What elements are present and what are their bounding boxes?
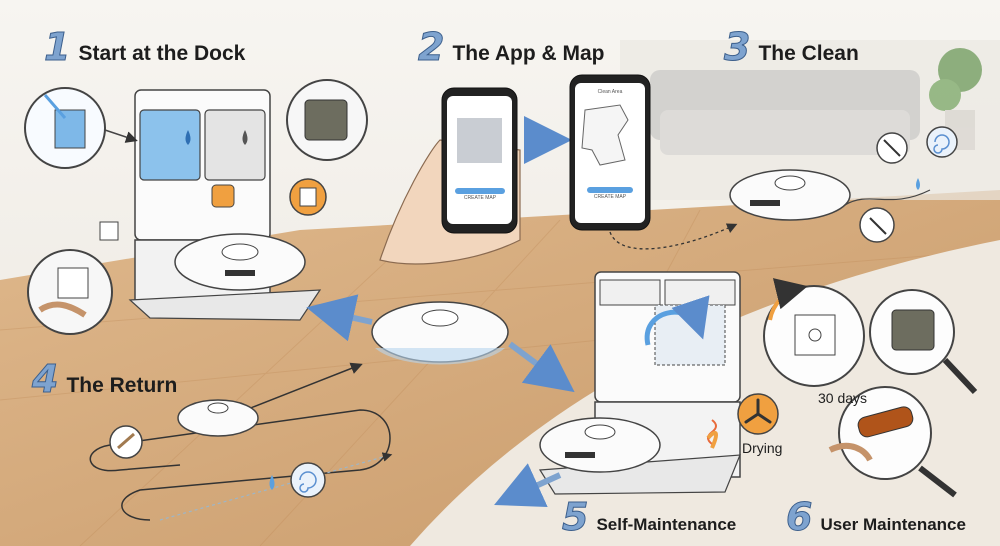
step-2-title: 2 The App & Map xyxy=(417,25,605,69)
user-maint-bin-callout xyxy=(869,289,978,395)
return-brush-icon xyxy=(109,425,143,459)
center-robot xyxy=(371,301,509,365)
step-1-label: Start at the Dock xyxy=(78,42,246,65)
return-vortex-icon xyxy=(290,462,326,498)
drying-fan-icon xyxy=(737,393,779,435)
water-drop-icon xyxy=(185,130,191,145)
step-2-label: The App & Map xyxy=(452,42,605,65)
step-3-number: 3 xyxy=(723,25,751,69)
bag-indicator-icon xyxy=(211,184,235,208)
left-phone-button-label: CREATE MAP xyxy=(464,195,497,201)
step-3-title: 3 The Clean xyxy=(723,25,859,69)
right-phone-create-map-button[interactable] xyxy=(587,187,633,193)
suction-arrow xyxy=(644,295,710,346)
callout-refill-water xyxy=(24,87,106,169)
step-5-label: Self-Maintenance xyxy=(596,515,737,534)
thirty-days-label: 30 days xyxy=(818,390,868,406)
step-1-number: 1 xyxy=(43,25,71,69)
phone-right: Clean Area CREATE MAP xyxy=(569,74,651,231)
step-1-title: 1 Start at the Dock xyxy=(43,25,246,69)
docked-robot xyxy=(174,233,306,291)
step-2-number: 2 xyxy=(417,25,445,69)
step-3-label: The Clean xyxy=(758,42,859,65)
callout-bag-icon xyxy=(289,178,327,216)
step-4-title: 4 The Return xyxy=(31,357,178,401)
user-maint-brush-callout xyxy=(828,386,957,498)
cleaning-robot xyxy=(729,169,851,221)
callout-power-plug xyxy=(27,249,113,335)
drying-flow-arrow xyxy=(706,430,719,449)
callout-vortex-icon xyxy=(926,126,958,158)
callout-mop-icon xyxy=(859,207,895,243)
magnifier-handle xyxy=(942,357,978,395)
wall-socket xyxy=(99,221,119,241)
user-maint-bag-callout xyxy=(763,278,865,387)
step-5-number: 5 xyxy=(561,495,589,539)
self-maint-robot xyxy=(539,417,661,473)
docking-station xyxy=(128,89,322,321)
phone-left: CREATE MAP xyxy=(441,87,518,234)
brush-magnifier-handle xyxy=(918,465,957,498)
return-water-drop-icon xyxy=(269,475,275,490)
step-6-title: 6 User Maintenance xyxy=(785,495,966,539)
returning-robot xyxy=(177,399,259,437)
dirty-water-drop-icon xyxy=(242,130,248,145)
floor-map xyxy=(581,104,629,166)
right-phone-header: Clean Area xyxy=(598,89,623,95)
step-4-label: The Return xyxy=(66,374,178,397)
step-5-title: 5 Self-Maintenance xyxy=(561,495,737,539)
step-4-number: 4 xyxy=(31,357,59,401)
right-phone-button-label: CREATE MAP xyxy=(594,194,627,200)
callout-dust-bin xyxy=(286,79,368,161)
map-to-clean-dashed-arrow xyxy=(609,223,738,250)
mop-water-drop-icon xyxy=(916,178,920,190)
replace-bag-arrow xyxy=(768,278,808,321)
sofa xyxy=(650,70,920,155)
step-6-number: 6 xyxy=(785,495,813,539)
to-maintenance-arrow xyxy=(508,341,575,393)
return-to-dock-arrow xyxy=(306,294,373,342)
drying-label: Drying xyxy=(742,440,783,456)
left-phone-create-map-button[interactable] xyxy=(455,188,505,194)
exit-station-arrow xyxy=(494,463,562,507)
step-6-label: User Maintenance xyxy=(820,515,966,534)
callout-brush-icon xyxy=(876,132,908,164)
